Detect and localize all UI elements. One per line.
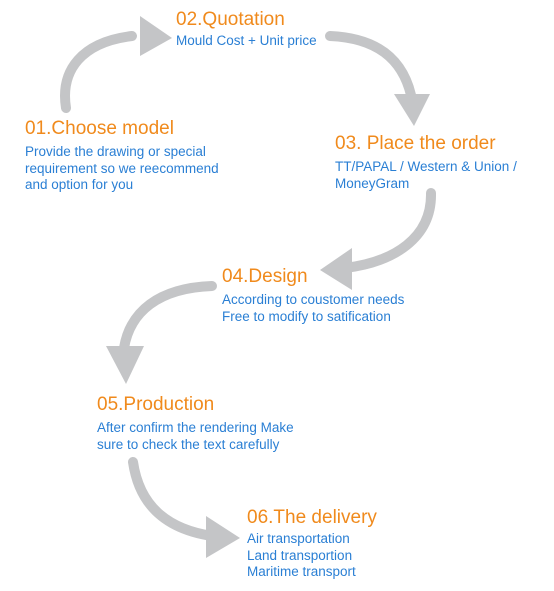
step-title: 02.Quotation (176, 9, 285, 30)
step-quotation: 02.Quotation Mould Cost + Unit price (176, 9, 317, 50)
step-description-line: Provide the drawing or special (25, 144, 206, 159)
step-description-line: MoneyGram (335, 175, 410, 191)
step-title: 05.Production (97, 394, 215, 415)
step-place-order: 03. Place the order TT/PAPAL / Western &… (335, 133, 517, 192)
step-description-line: TT/PAPAL / Western & Union / (335, 159, 517, 174)
step-description-line: Air transportation (247, 531, 350, 546)
step-description: Air transportation Land transportion Mar… (247, 531, 377, 581)
arrow-01-to-02 (60, 31, 137, 113)
step-description: Mould Cost + Unit price (176, 33, 317, 50)
step-delivery: 06.The delivery Air transportation Land … (247, 507, 377, 581)
step-description-line: Land transportion (247, 547, 353, 563)
arrow-04-to-05 (119, 281, 217, 353)
step-description-line: After confirm the rendering Make (97, 420, 294, 435)
arrowhead-05-to-06 (206, 516, 240, 558)
step-description: TT/PAPAL / Western & Union / MoneyGram (335, 159, 517, 192)
step-title: 03. Place the order (335, 133, 496, 154)
arrowhead-01-to-02 (140, 16, 172, 56)
step-description-line: requirement so we reecommend (25, 160, 219, 176)
step-design: 04.Design According to coustomer needs F… (222, 266, 404, 325)
arrowhead-03-to-04 (320, 248, 352, 290)
step-choose-model: 01.Choose model Provide the drawing or s… (25, 118, 219, 194)
arrow-05-to-06 (128, 457, 217, 541)
arrow-03-to-04 (340, 188, 437, 273)
step-description-line: and option for you (25, 177, 134, 192)
step-title: 04.Design (222, 266, 308, 287)
step-description: According to coustomer needs Free to mod… (222, 292, 404, 325)
arrowhead-02-to-03 (394, 94, 430, 126)
step-production: 05.Production After confirm the renderin… (97, 394, 294, 453)
step-description: After confirm the rendering Make sure to… (97, 420, 294, 453)
step-description-line: Free to modify to satification (222, 308, 391, 324)
arrow-02-to-03 (325, 31, 416, 100)
step-title: 01.Choose model (25, 118, 174, 139)
step-description-line: According to coustomer needs (222, 292, 405, 307)
step-title: 06.The delivery (247, 507, 377, 528)
step-description-line: Maritime transport (247, 564, 356, 579)
step-description-line: sure to check the text carefully (97, 436, 280, 452)
step-description: Provide the drawing or special requireme… (25, 144, 219, 194)
step-description-line: Mould Cost + Unit price (176, 33, 317, 48)
arrowhead-04-to-05 (106, 346, 144, 384)
